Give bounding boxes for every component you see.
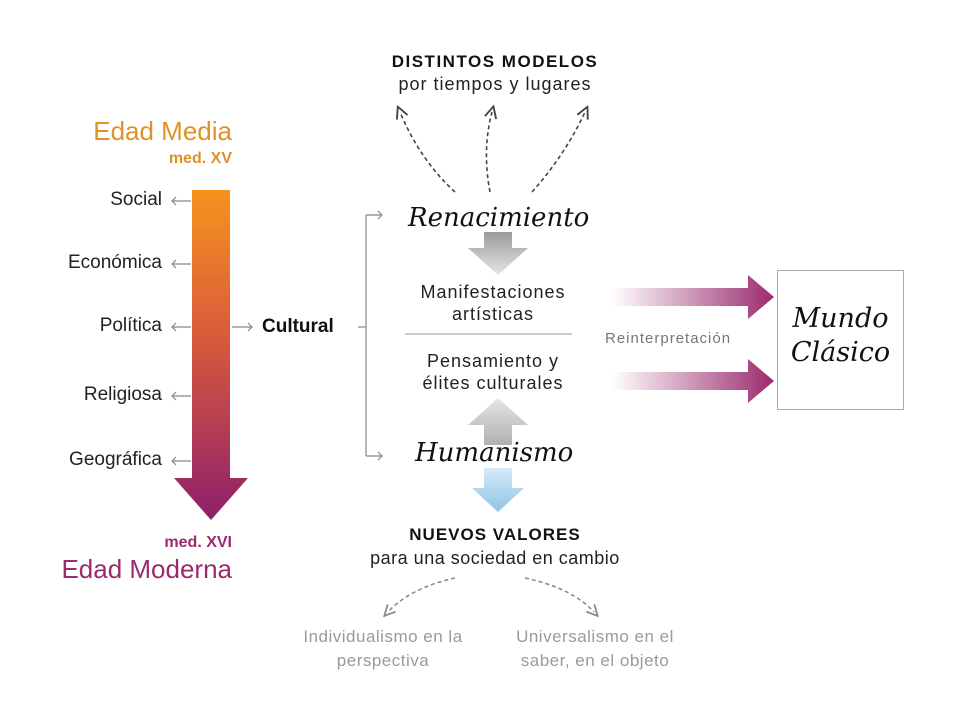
reinterpretacion-label: Reinterpretación [605,330,732,347]
dimension-economica: Económica [68,252,162,273]
clasico-line: Clásico [790,337,891,368]
dashed-arrow-center [486,112,492,193]
magenta-arrow-upper [612,275,774,319]
individualismo-note: Individualismo en la perspectiva [303,627,463,670]
start-date-label: med. XV [168,150,232,167]
dashed-arrow-bottom-right [524,577,594,612]
dashed-arrow-right [531,112,585,193]
pensamiento-elites: Pensamiento y élites culturales [398,350,588,394]
universalismo-note: Universalismo en el saber, en el objeto [516,627,674,670]
dashed-arrow-left [400,112,456,193]
pensamiento-line-1: Pensamiento y [426,351,560,371]
nuevos-valores-title: NUEVOS VALORES [409,525,581,544]
dimension-social: Social [110,189,162,210]
humanismo-down-arrow [472,468,524,512]
mundo-clasico-label: Mundo Clásico [777,302,904,370]
renacimiento-label: Renacimiento [408,203,590,233]
manifestaciones-line-1: Manifestaciones [420,282,566,302]
dimension-geografica: Geográfica [69,449,162,470]
manifestaciones-line-2: artísticas [451,304,535,324]
magenta-arrow-lower [612,359,774,403]
distintos-modelos-title: DISTINTOS MODELOS [391,52,599,71]
nuevos-valores-subtitle: para una sociedad en cambio [370,548,620,568]
dimension-arrows [171,196,253,466]
cultural-label: Cultural [262,316,334,337]
mundo-clasico-box [777,270,904,410]
distintos-modelos-subtitle: por tiempos y lugares [398,74,592,94]
end-date-label: med. XVI [164,534,232,551]
humanismo-label: Humanismo [415,438,574,468]
timeline-arrow [174,190,248,520]
humanismo-up-arrow [468,398,528,445]
renacimiento-down-arrow [468,232,528,275]
dashed-arrow-bottom-left [388,577,456,612]
pensamiento-line-2: élites culturales [422,373,564,393]
manifestaciones-artisticas: Manifestaciones artísticas [398,281,588,325]
edad-media-label: Edad Media [93,116,232,146]
cultural-bracket [358,210,383,461]
dimension-politica: Política [99,315,162,336]
edad-moderna-label: Edad Moderna [61,554,232,584]
dimension-religiosa: Religiosa [83,384,162,405]
mundo-line: Mundo [792,303,889,334]
